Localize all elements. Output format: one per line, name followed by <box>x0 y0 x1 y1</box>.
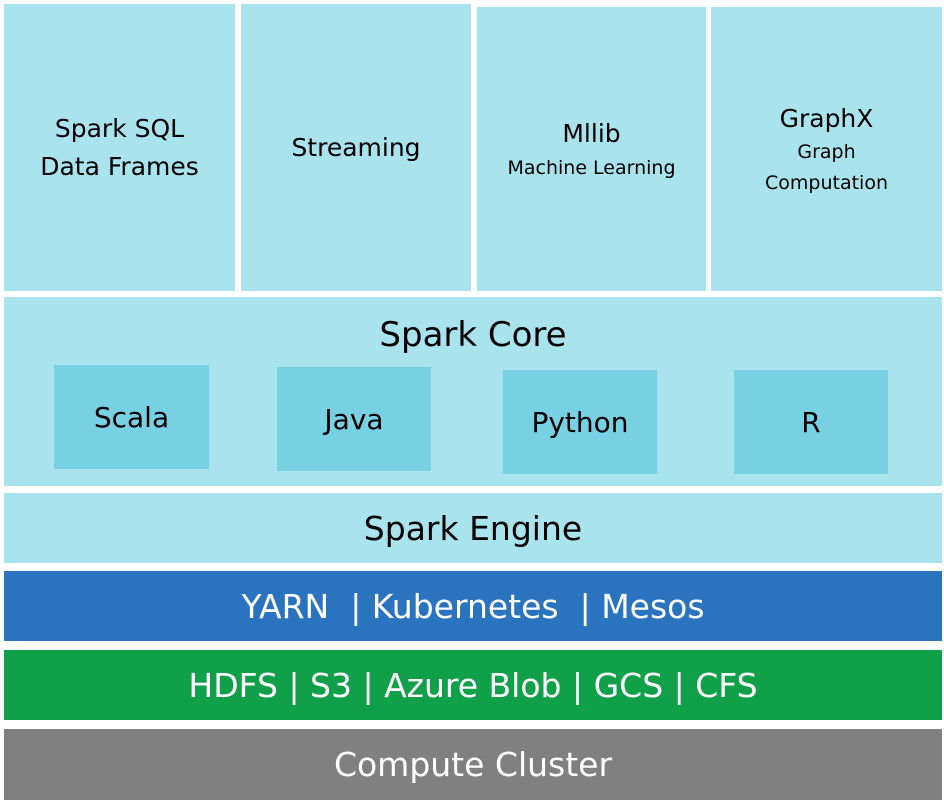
resource-manager-bar: YARN | Kubernetes | Mesos <box>4 571 942 641</box>
mllib-label: Mllib <box>562 119 621 149</box>
compute-cluster-bar: Compute Cluster <box>4 729 942 800</box>
computation-label: Computation <box>765 171 888 194</box>
language-r-label: R <box>801 405 821 439</box>
graph-label: Graph <box>797 141 856 164</box>
language-java-block: Java <box>277 367 431 471</box>
streaming-label: Streaming <box>291 132 421 162</box>
spark-engine-label: Spark Engine <box>363 508 583 548</box>
mllib-block: Mllib Machine Learning <box>477 7 706 291</box>
spark-sql-block: Spark SQL Data Frames <box>4 4 235 291</box>
spark-engine-block: Spark Engine <box>4 493 942 563</box>
resource-manager-label: YARN | Kubernetes | Mesos <box>241 586 705 626</box>
language-scala-label: Scala <box>93 400 170 434</box>
compute-cluster-label: Compute Cluster <box>333 745 613 784</box>
spark-core-title: Spark Core <box>379 315 567 355</box>
machine-learning-label: Machine Learning <box>507 156 676 179</box>
spark-sql-label: Spark SQL <box>54 114 185 143</box>
streaming-block: Streaming <box>241 4 471 291</box>
graphx-label: GraphX <box>779 103 874 133</box>
spark-core-block: Spark Core Scala Java Python R <box>4 297 942 486</box>
storage-label: HDFS | S3 | Azure Blob | GCS | CFS <box>188 665 758 705</box>
storage-bar: HDFS | S3 | Azure Blob | GCS | CFS <box>4 650 942 720</box>
language-java-label: Java <box>324 402 384 436</box>
graphx-block: GraphX Graph Computation <box>711 7 942 291</box>
language-python-label: Python <box>531 405 629 439</box>
language-r-block: R <box>734 370 888 474</box>
data-frames-label: Data Frames <box>40 151 199 181</box>
language-scala-block: Scala <box>54 365 209 469</box>
language-python-block: Python <box>503 370 657 474</box>
